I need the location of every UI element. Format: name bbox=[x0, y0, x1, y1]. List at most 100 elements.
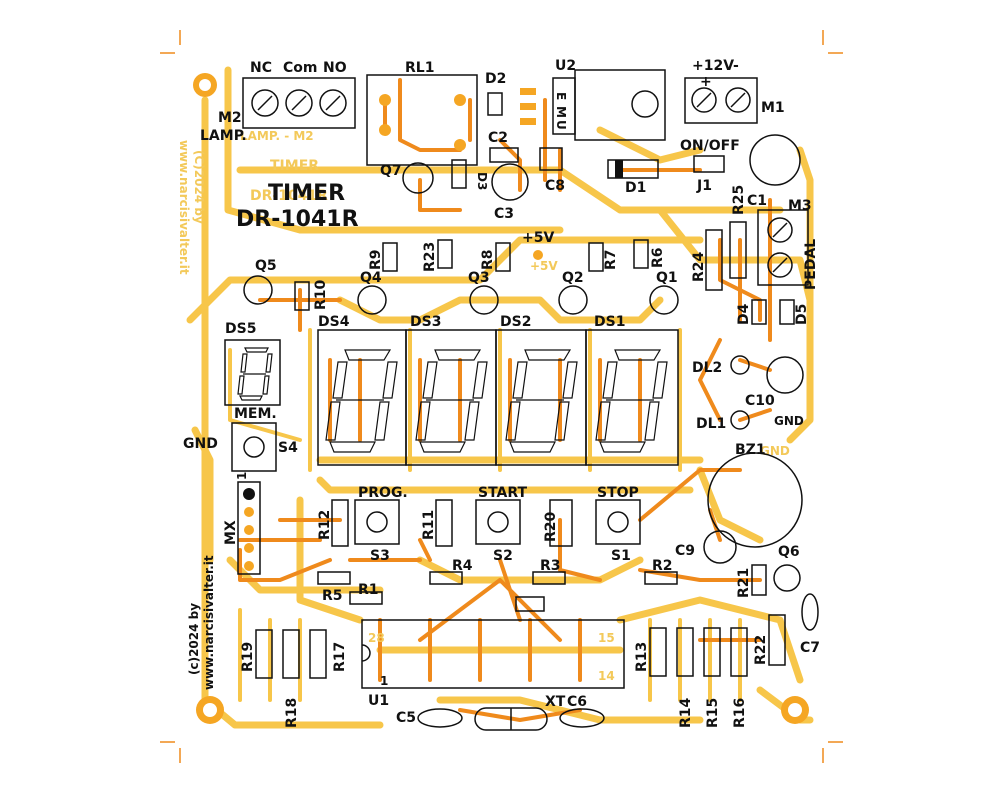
r20-label: R20 bbox=[543, 511, 559, 542]
board-title-2: DR-1041R bbox=[236, 207, 359, 232]
u1-pin15-label: 15 bbox=[598, 631, 615, 645]
transistor-q3 bbox=[469, 285, 499, 315]
resistor-r11 bbox=[435, 499, 453, 547]
transistor-q7 bbox=[402, 162, 434, 194]
r24-label: R24 bbox=[691, 251, 707, 282]
d1-label: D1 bbox=[625, 180, 646, 196]
resistor-r20 bbox=[549, 499, 573, 547]
r12-label: R12 bbox=[317, 510, 333, 540]
q5-label: Q5 bbox=[255, 258, 277, 274]
r3-label: R3 bbox=[540, 558, 561, 574]
credit-line-2: www.narcisivalter.it bbox=[202, 555, 216, 690]
u2-pin-m: M bbox=[554, 106, 568, 118]
on-off-label: ON/OFF bbox=[680, 138, 740, 154]
r14-label: R14 bbox=[678, 697, 694, 728]
ghost-lamp: LAMP. - M2 bbox=[240, 129, 314, 143]
ghost-plus5v: +5V bbox=[530, 259, 558, 273]
resistor-r25 bbox=[729, 221, 747, 279]
resistor-r23 bbox=[437, 239, 453, 269]
resistor-r22 bbox=[768, 614, 786, 666]
ghost-title-1: TIMER bbox=[270, 158, 319, 174]
transistor-q1 bbox=[649, 285, 679, 315]
resistor-r18 bbox=[282, 629, 300, 679]
display-ds5 bbox=[224, 339, 281, 406]
q1-label: Q1 bbox=[656, 270, 678, 286]
resistor-r13 bbox=[649, 627, 667, 677]
m3-label: M3 bbox=[788, 198, 812, 214]
diode-d4 bbox=[751, 299, 767, 325]
q6-label: Q6 bbox=[778, 544, 800, 560]
s2-label: S2 bbox=[493, 548, 513, 564]
mem-label: MEM. bbox=[234, 406, 277, 422]
transistor-q6 bbox=[773, 564, 801, 592]
capacitor-c9 bbox=[703, 530, 737, 564]
u2-pin-e: E bbox=[554, 92, 568, 100]
mem-button-s4[interactable] bbox=[231, 422, 277, 472]
d3-label: D3 bbox=[475, 172, 489, 190]
resistor-r8 bbox=[495, 242, 511, 272]
r6-label: R6 bbox=[650, 247, 666, 268]
board-title-1: TIMER bbox=[268, 181, 345, 206]
resistor-r9 bbox=[382, 242, 398, 272]
resistor-r5 bbox=[317, 571, 351, 585]
c5-label: C5 bbox=[396, 710, 416, 726]
c9-label: C9 bbox=[675, 543, 695, 559]
dl2-label: DL2 bbox=[692, 360, 722, 376]
prog-button-s3[interactable] bbox=[354, 499, 400, 545]
transistor-q2 bbox=[558, 285, 588, 315]
u1-pin1-label: 1 bbox=[380, 674, 388, 688]
d4-label: D4 bbox=[736, 303, 752, 325]
r18-label: R18 bbox=[284, 698, 300, 728]
stop-label: STOP bbox=[597, 485, 639, 501]
capacitor-c3 bbox=[491, 163, 529, 201]
stop-button-s1[interactable] bbox=[595, 499, 641, 545]
r22-label: R22 bbox=[753, 635, 769, 665]
m2-lamp-label: LAMP. bbox=[200, 128, 247, 144]
terminal-block-m2[interactable] bbox=[242, 77, 356, 129]
c2-label: C2 bbox=[488, 130, 508, 146]
led-dl1 bbox=[730, 410, 750, 430]
q2-label: Q2 bbox=[562, 270, 584, 286]
buzzer-bz1 bbox=[707, 452, 803, 548]
mx-label: MX bbox=[223, 520, 239, 545]
top-traces bbox=[238, 78, 772, 722]
r11-label: R11 bbox=[421, 510, 437, 540]
header-mx[interactable] bbox=[237, 481, 261, 575]
gnd-left-label: GND bbox=[183, 436, 218, 452]
jumper-j1[interactable] bbox=[693, 155, 725, 173]
terminal-block-m3[interactable] bbox=[757, 209, 809, 286]
c7-label: C7 bbox=[800, 640, 820, 656]
resistor-r21 bbox=[751, 564, 767, 596]
terminal-block-m1[interactable] bbox=[684, 77, 758, 124]
ic-u1 bbox=[361, 619, 625, 689]
bottom-traces bbox=[186, 66, 814, 729]
diode-d3 bbox=[451, 159, 467, 189]
ghost-credit-2: www.narcisivalter.it bbox=[177, 140, 191, 275]
bottom-traces-thin bbox=[228, 328, 742, 702]
capacitor-c1 bbox=[749, 134, 801, 186]
q7-label: Q7 bbox=[380, 163, 402, 179]
j1-label: J1 bbox=[696, 178, 712, 194]
r25-label: R25 bbox=[731, 185, 747, 215]
transistor-q4 bbox=[357, 285, 387, 315]
c8-label: C8 bbox=[545, 178, 565, 194]
regulator-u2 bbox=[520, 69, 666, 141]
xt-label: XT bbox=[545, 694, 566, 710]
mounting-holes bbox=[193, 73, 809, 724]
resistor-r12 bbox=[331, 499, 349, 547]
pedal-label: PEDAL bbox=[803, 239, 819, 290]
r9-label: R9 bbox=[368, 249, 384, 270]
m2-no-label: NO bbox=[323, 60, 347, 76]
ds2-label: DS2 bbox=[500, 314, 531, 330]
d2-label: D2 bbox=[485, 71, 506, 87]
resistor-r3 bbox=[532, 571, 566, 585]
start-button-s2[interactable] bbox=[475, 499, 521, 545]
capacitor-c4 bbox=[515, 596, 545, 612]
resistor-r16 bbox=[730, 627, 748, 677]
gnd-right-label: GND bbox=[774, 414, 804, 428]
r21-label: R21 bbox=[736, 568, 752, 598]
capacitor-c7 bbox=[801, 593, 819, 631]
m1-voltage-label: +12V- bbox=[692, 58, 739, 74]
mx-pin1-label: 1 bbox=[235, 472, 249, 480]
